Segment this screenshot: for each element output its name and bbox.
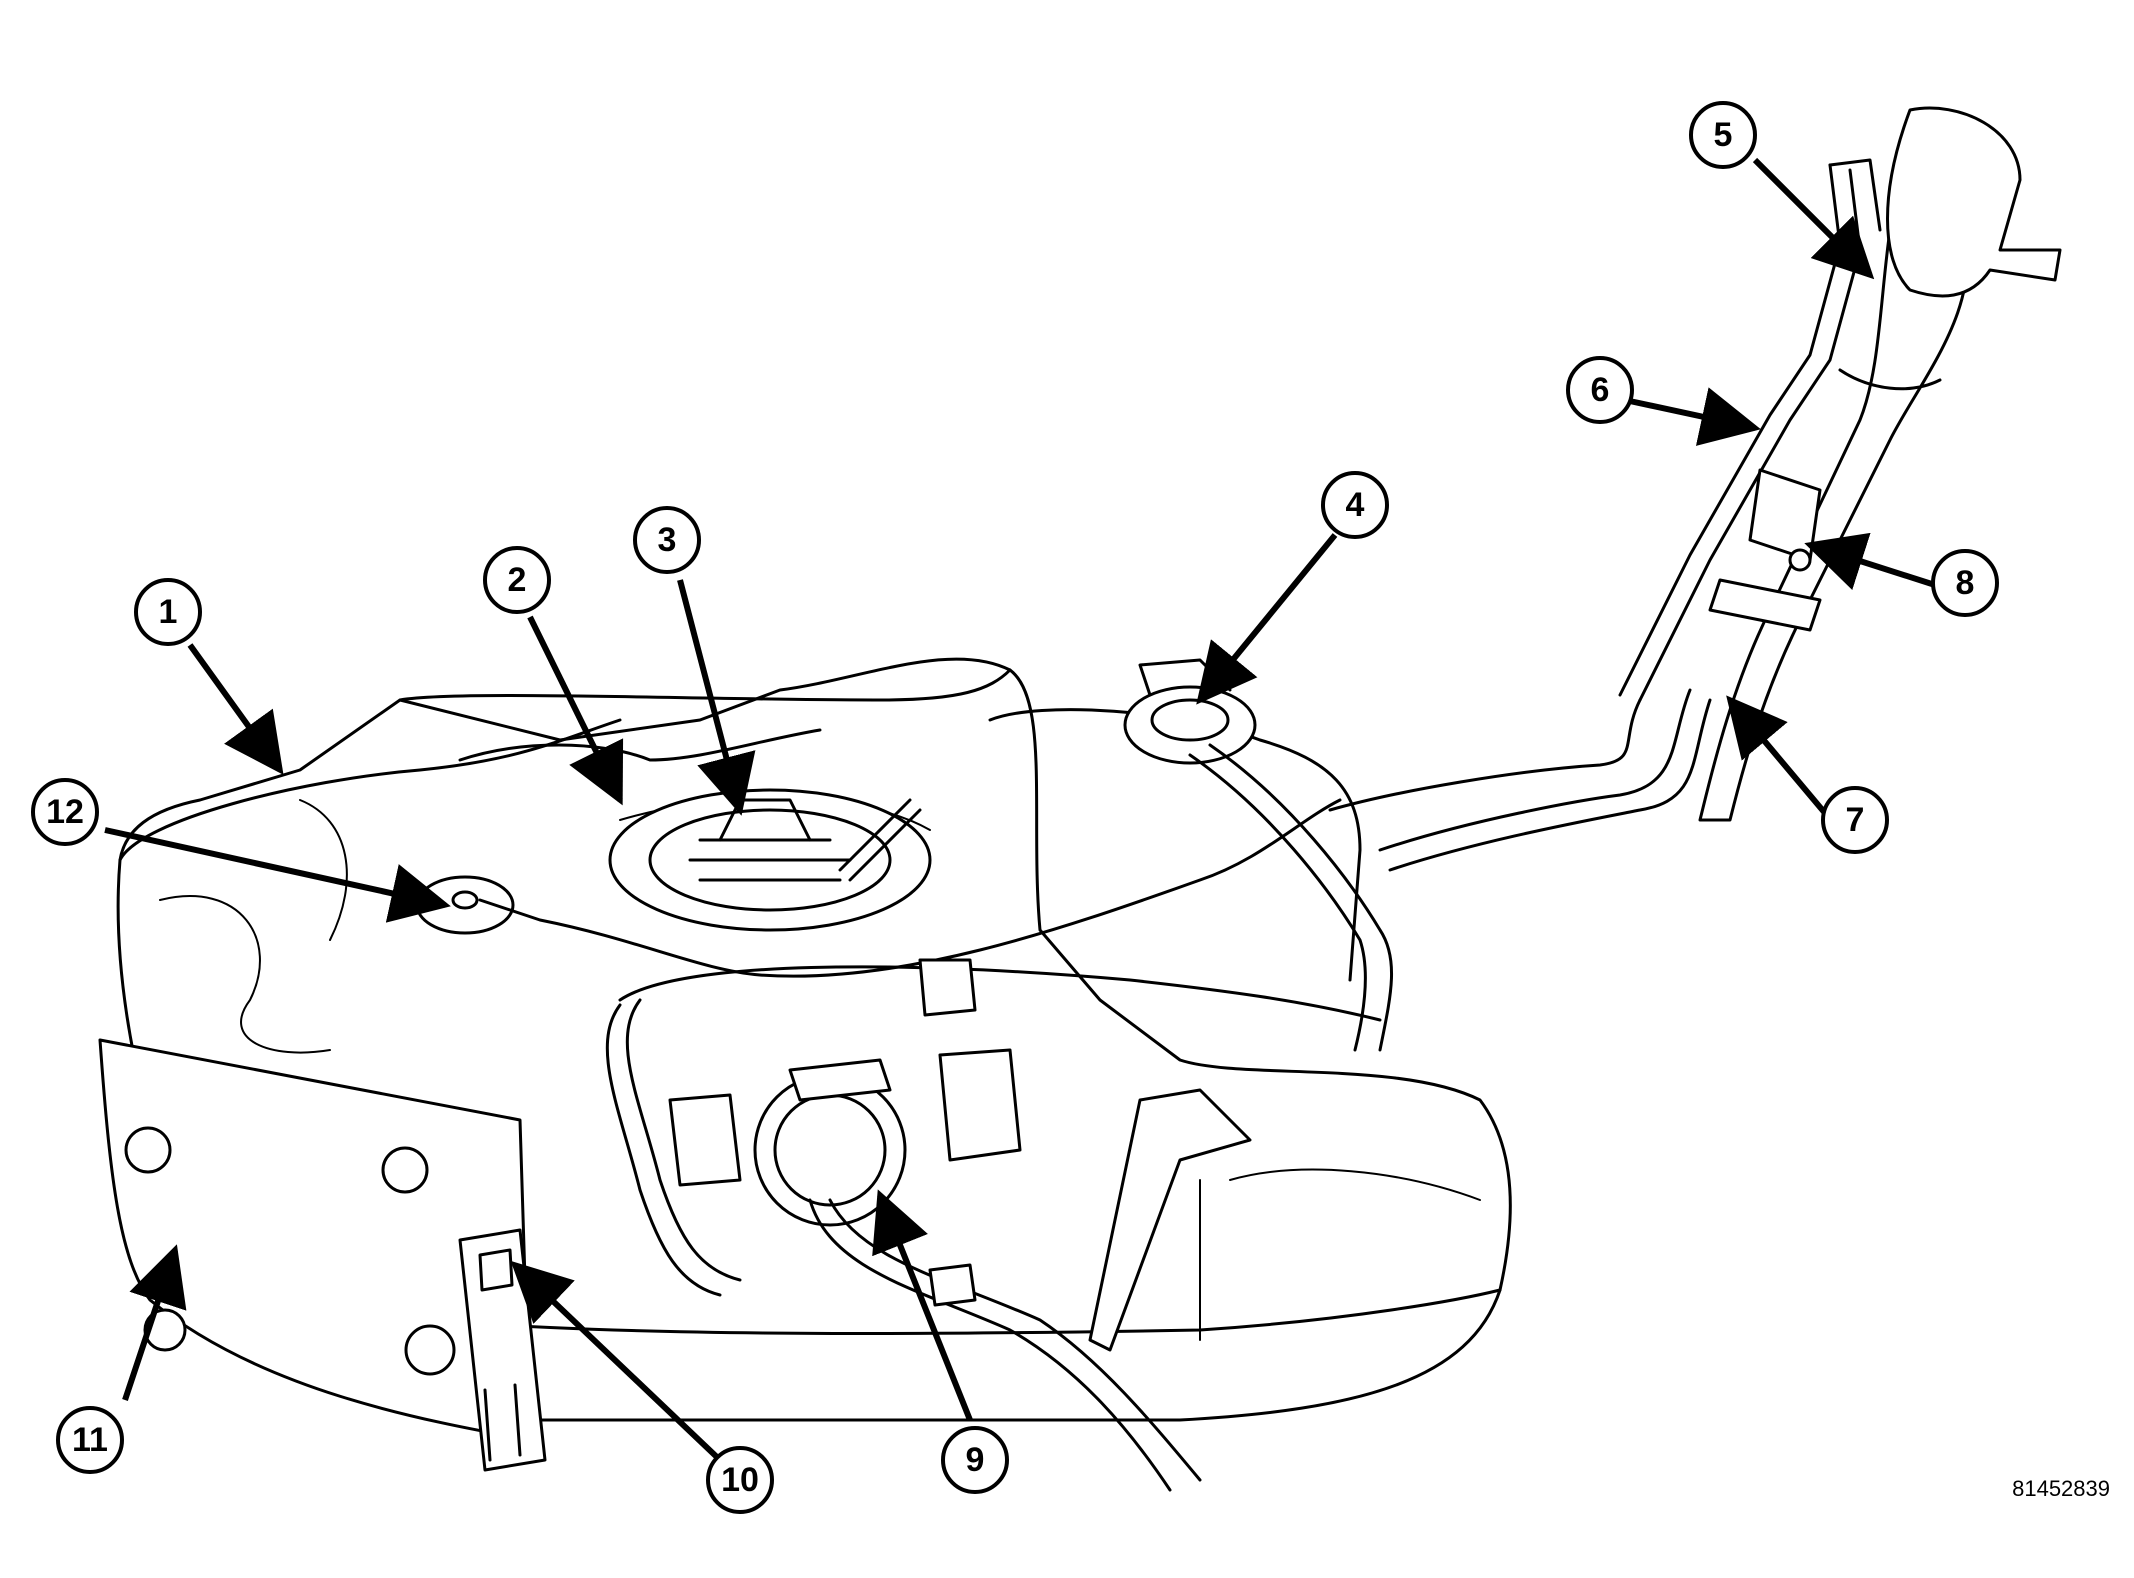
figure-id: 81452839: [2012, 1476, 2110, 1501]
callout-4: 4: [1321, 471, 1389, 539]
filler-hose-lines: [605, 688, 1712, 1297]
callout-1-label: 1: [159, 593, 178, 631]
callout-1: 1: [134, 578, 202, 646]
callout-8: 8: [1931, 549, 1999, 617]
callout-9: 9: [941, 1426, 1009, 1494]
heat-shield: [98, 1038, 532, 1442]
callout-4-label: 4: [1346, 486, 1365, 524]
callout-11: 11: [56, 1406, 124, 1474]
callout-3-label: 3: [658, 521, 677, 559]
filler-tube-bracket: [1708, 468, 1822, 632]
tank-inlet-port: [1123, 658, 1257, 765]
callout-3: 3: [633, 506, 701, 574]
callout-11-label: 11: [72, 1421, 108, 1459]
callout-2: 2: [483, 546, 551, 614]
fuel-pump-module: [608, 788, 932, 932]
callout-6-label: 6: [1591, 371, 1610, 409]
callout-9-label: 9: [966, 1441, 985, 1479]
callout-7: 7: [1821, 786, 1889, 854]
callout-2-label: 2: [508, 561, 527, 599]
filler-tube: [1698, 106, 2062, 822]
callout-7-label: 7: [1846, 801, 1865, 839]
callout-8-label: 8: [1956, 564, 1975, 602]
callout-10-label: 10: [721, 1461, 759, 1499]
leader-lines: [104, 157, 1936, 1463]
callout-12-label: 12: [46, 793, 84, 831]
callout-10: 10: [706, 1446, 774, 1514]
callout-5: 5: [1689, 101, 1757, 169]
callout-5-label: 5: [1714, 116, 1733, 154]
callout-6: 6: [1566, 356, 1634, 424]
pump-connector-module: [668, 958, 1202, 1492]
callout-12: 12: [31, 778, 99, 846]
